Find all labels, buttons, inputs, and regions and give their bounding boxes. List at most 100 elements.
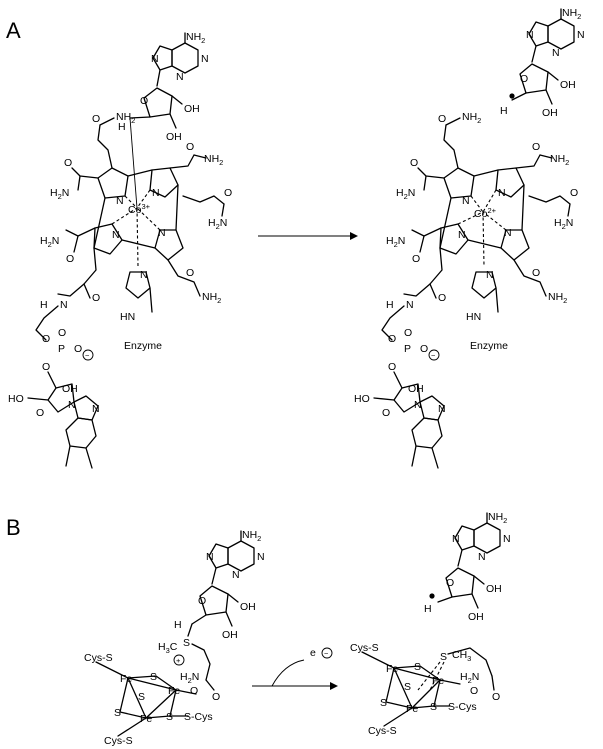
sam-adenine-n-label: N [232,569,240,581]
radical-b-adenine-n-label: N [503,533,511,545]
amide-nh2-label: NH2 [550,153,569,167]
s-cys-label: S-Cys [184,711,213,723]
methionine-s-label: S [440,651,447,663]
met-carboxyl-o-label: O [492,691,500,703]
adenine-n-label: N [151,53,159,65]
co-c-bond [129,117,138,209]
sulfide-s-label: S [404,681,411,693]
reaction-arrow-b: e − [252,647,338,690]
amide-o-label: O [570,187,578,199]
radical-b-nh2-label: NH2 [488,511,507,525]
loop-n-label: N [60,299,68,311]
amide-nh2-label: NH2 [202,291,221,305]
amide-o-label: O [66,253,74,265]
corrin-ring-a-left: Co3+ N N N N [93,167,184,261]
panel-label-b: B [6,515,21,540]
iron-label: Fe [120,673,132,685]
loop-ribose-oh-label: OH [408,383,424,395]
cobalt-label-a: Co3+ [128,202,151,216]
cys-s-label: Cys-S [104,735,133,747]
ribose-o-label: O [140,95,148,107]
radical-b-ribose-oh-label: OH [486,583,502,595]
electron-label: e [310,647,316,659]
phosphate-o-label: O [42,361,50,373]
loop-ribose-oh-label: OH [62,383,78,395]
adenine-n-label: N [176,71,184,83]
adenosyl-radical-a: NH2 N N N O OH OH H [500,7,585,119]
amide-nh2-label: NH2 [204,153,223,167]
sulfide-s-label: S [114,707,121,719]
imidazole-n-label: N [486,269,494,281]
sulfide-s-label: S [430,701,437,713]
loop-n-label: N [406,299,414,311]
ribose-oh-label: OH [166,131,182,143]
amide-o-label: O [64,157,72,169]
ribose-group-a-left: OH OH O H [118,87,200,143]
phosphate-p-label: P [404,343,411,355]
panel-label-a: A [6,18,21,43]
iron-label: Fe [432,675,444,687]
amide-o-label: O [438,113,446,125]
amide-o-label: O [186,267,194,279]
adenine-n-label: N [201,53,209,65]
loop-o-label: O [92,292,100,304]
benzimidazole-n-label: N [438,403,446,415]
sam-methyl-label: H3C [158,641,178,655]
amide-h2n-label: H2N [40,235,59,249]
iron-label: Fe [140,713,152,725]
sam-adenine-b-left: NH2 N N N O OH OH H S H3C + H2N O O [158,529,265,703]
sulfide-s-label: S [150,671,157,683]
nucleotide-loop-a-left: O H N O P O O − O OH HO O N N [8,247,100,469]
radical-ribose-oh-label: OH [560,79,576,91]
loop-ribose-ho-label: HO [354,393,370,405]
corrin-n-label: N [152,187,160,199]
ribose-h-label: H [118,121,126,133]
sam-h2n-label: H2N [180,671,199,685]
radical-b-adenine-n-label: N [478,551,486,563]
loop-ribose-o-label: O [36,407,44,419]
radical-ribose-o-label: O [520,73,528,85]
corrin-n-label: N [116,195,124,207]
loop-o-label: O [438,292,446,304]
fe4s4-cluster-right: CH3 S H2N O O Cys-S Fe S Fe S S Fe S S-C… [350,642,500,737]
benzimidazole-n-label: N [68,399,76,411]
reaction-arrow-a [258,232,358,240]
amide-h2n-label: H2N [208,217,227,231]
imidazole-hn-label: HN [120,311,135,323]
phosphate-o-label: O [42,333,50,345]
sulfide-s-label: S [414,661,421,673]
enzyme-label-a: Enzyme [124,340,162,352]
ribose-oh-label: OH [184,103,200,115]
amide-nh2-label: NH2 [462,111,481,125]
sam-carboxyl-o-label: O [212,691,220,703]
phosphate-o-label: O [420,343,428,355]
adenosylcobalamin-co3-structure: NH2 N N N OH OH O H [8,31,232,469]
amide-o-label: O [186,141,194,153]
amide-o-label: O [412,253,420,265]
adenine-nh2-label: NH2 [186,31,205,45]
radical-b-adenine-n-label: N [452,533,460,545]
met-h2n-label: H2N [460,671,479,685]
amide-nh2-label: NH2 [548,291,567,305]
sulfonium-s-label: S [183,637,190,649]
corrin-n-label: N [462,195,470,207]
adenine-group-a-left: NH2 N N N [151,31,209,87]
sam-ribose-oh-label: OH [222,629,238,641]
radical-b-ribose-o-label: O [446,577,454,589]
amide-nh2-label: NH2 [116,111,135,125]
adenosyl-radical-b: NH2 N N N O OH OH H [424,511,511,623]
sam-h-label: H [174,619,182,631]
radical-b-ribose-oh-label: OH [468,611,484,623]
cys-s-label: Cys-S [84,652,113,664]
radical-h-label: H [500,105,508,117]
cys-s-label: Cys-S [368,725,397,737]
phosphate-p-label: P [58,343,65,355]
electron-minus-sign: − [324,649,329,658]
iron-label: Fe [386,663,398,675]
radical-b-h-label: H [424,603,432,615]
benzimidazole-n-label: N [92,403,100,415]
amide-o-label: O [92,113,100,125]
radical-ribose-oh-label: OH [542,107,558,119]
amide-o-label: O [532,141,540,153]
loop-ribose-ho-label: HO [8,393,24,405]
